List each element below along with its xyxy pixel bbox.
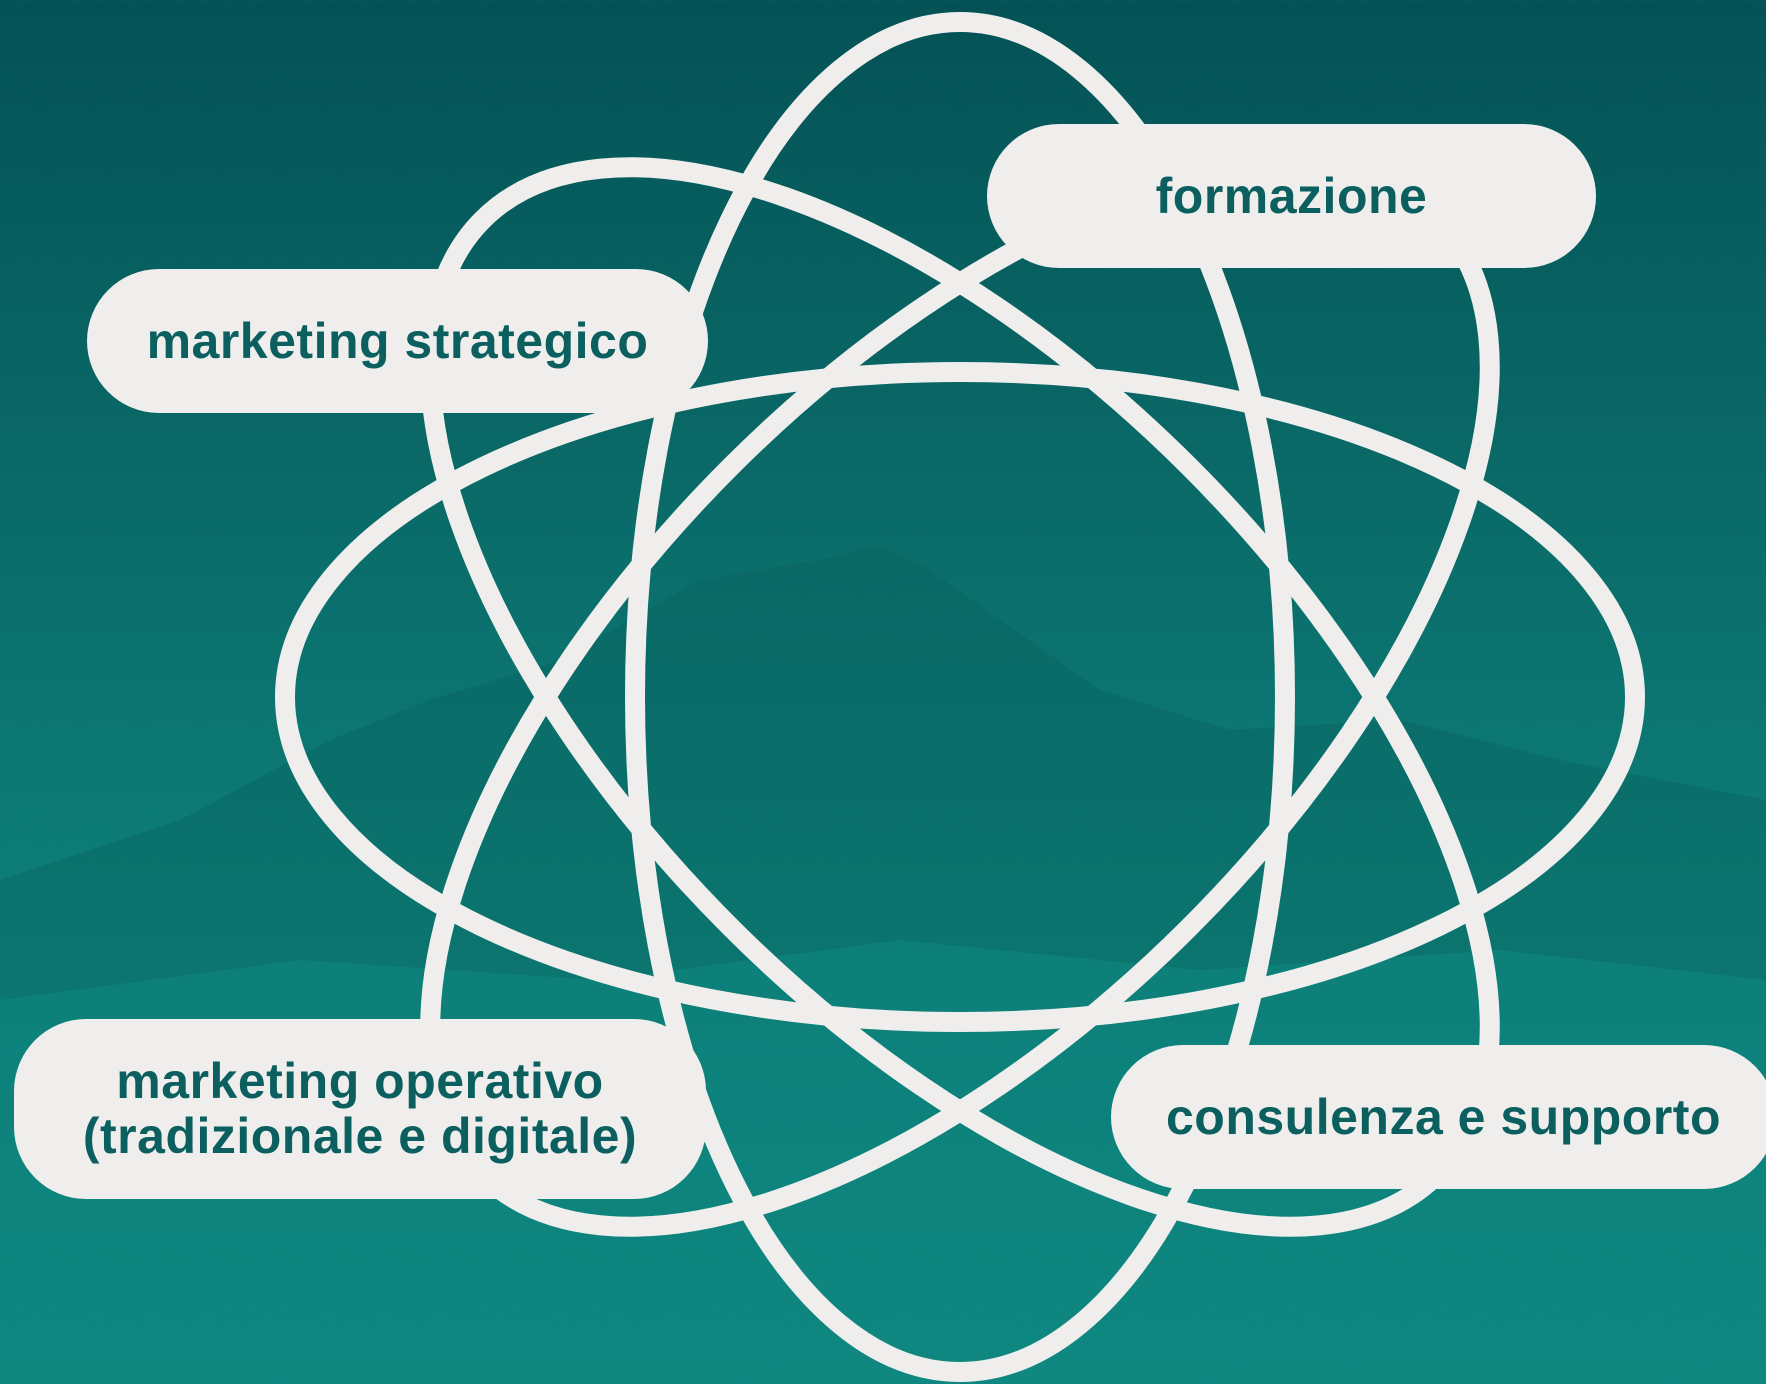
label-consulenza-e-supporto: consulenza e supporto bbox=[1165, 1088, 1721, 1145]
pill-consulenza-e-supporto: consulenza e supporto bbox=[1111, 1045, 1766, 1189]
pill-formazione: formazione bbox=[987, 124, 1596, 268]
label-formazione: formazione bbox=[1155, 167, 1428, 224]
label-marketing-operativo-line1: marketing operativo bbox=[116, 1053, 604, 1109]
orbit-horizontal bbox=[275, 362, 1645, 1032]
pill-marketing-strategico: marketing strategico bbox=[87, 269, 708, 413]
orbit-vertical bbox=[625, 12, 1295, 1382]
label-marketing-strategico: marketing strategico bbox=[146, 312, 649, 369]
pill-marketing-operativo: marketing operativo (tradizionale e digi… bbox=[14, 1019, 706, 1199]
label-marketing-operativo-line2: (tradizionale e digitale) bbox=[82, 1108, 638, 1164]
